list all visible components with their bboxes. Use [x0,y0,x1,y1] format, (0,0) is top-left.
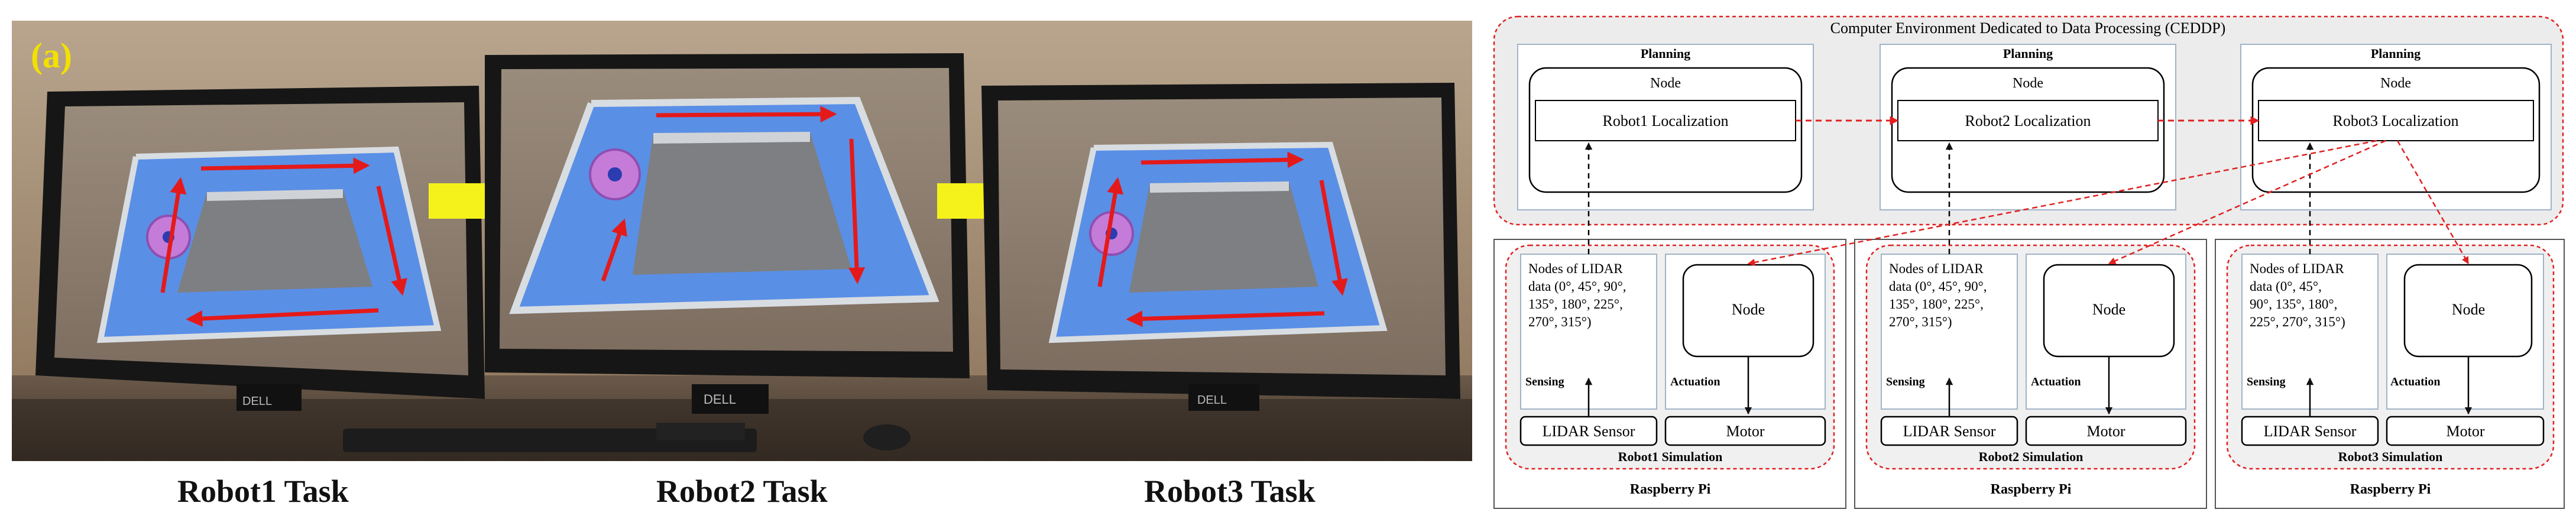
monitor-robot1: DELL [35,86,485,411]
lidar-sensor-2: LIDAR Sensor [1903,423,1996,440]
robot3-task-label: Robot3 Task [1144,473,1315,509]
robot2-task-label: Robot2 Task [656,473,828,509]
robot3-localization: Robot3 Localization [2332,112,2458,129]
planning-node-3: Node [2380,76,2411,91]
raspberry-pi-1: Nodes of LIDAR data (0°, 45°, 90°, 135°,… [1493,239,1846,509]
loc3-to-node1-arrow [1747,140,2377,266]
actuation-node-2: Node [2092,301,2125,318]
monitor-brand-1: DELL [242,395,272,408]
panel-a-label: (a) [31,36,72,75]
robot2-localization: Robot2 Localization [1965,112,2091,129]
raspberry-pi-2: Nodes of LIDAR data (0°, 45°, 90°, 135°,… [1854,239,2207,509]
planning-node-1: Node [1650,76,1681,91]
simulation-label-1: Robot1 Simulation [1618,449,1723,464]
actuation-label-1: Actuation [1670,375,1720,388]
actuation-label-2: Actuation [2031,375,2081,388]
actuation-node-3: Node [2452,301,2485,318]
lidar-data-1-line4: 270°, 315°) [1528,314,1592,329]
lidar-data-1-line1: Nodes of LIDAR [1528,261,1623,276]
lidar-data-2-line4: 270°, 315°) [1889,314,1952,329]
lidar-data-3-line1: Nodes of LIDAR [2250,261,2344,276]
motor-1: Motor [1726,423,1765,440]
photo-panel: DELL DELL [12,21,1472,461]
lidar-data-2-line2: data (0°, 45°, 90°, [1889,279,1987,294]
loc3-to-node2-arrow [2108,140,2386,265]
device-label-3: Raspberry Pi [2350,482,2431,497]
lidar-data-1-line2: data (0°, 45°, 90°, [1528,279,1626,294]
sensing-label-2: Sensing [1886,375,1925,388]
device-label-2: Raspberry Pi [1991,482,2072,497]
ceddp-title: Computer Environment Dedicated to Data P… [1830,20,2226,37]
lidar-data-3-line2: data (0°, 45°, [2250,279,2322,294]
lidar-data-3-line3: 90°, 135°, 180°, [2250,297,2337,312]
planning-robot2: Planning Node Robot2 Localization [1880,44,2176,210]
lidar-sensor-3: LIDAR Sensor [2264,423,2357,440]
monitors-photo: DELL DELL [12,21,1472,461]
planning-robot3: Planning Node Robot3 Localization [2240,44,2552,210]
lidar-data-2-line3: 135°, 180°, 225°, [1889,297,1984,312]
ceddp-diagram-svg: (b) Computer Environment Dedicated to Da… [1493,15,2565,509]
lidar-data-1-line3: 135°, 180°, 225°, [1528,297,1623,312]
monitor-robot2: DELL [485,53,970,414]
monitor-brand-2: DELL [704,392,736,407]
motor-3: Motor [2447,423,2485,440]
simulation-label-3: Robot3 Simulation [2338,449,2443,464]
raspberry-pi-3: Nodes of LIDAR data (0°, 45°, 90°, 135°,… [2215,239,2565,509]
loc3-to-node3-arrow [2396,140,2470,265]
planning-robot1: Planning Node Robot1 Localization [1517,44,1814,210]
lidar-data-3-line4: 225°, 270°, 315°) [2250,314,2345,329]
actuation-label-3: Actuation [2390,375,2440,388]
sensing-label-1: Sensing [1525,375,1564,388]
device-label-1: Raspberry Pi [1630,482,1711,497]
monitor-robot3: DELL [981,83,1460,411]
motor-2: Motor [2087,423,2125,440]
actuation-node-1: Node [1732,301,1765,318]
monitor-brand-3: DELL [1197,394,1227,407]
planning-header-1: Planning [1641,46,1690,61]
robot1-localization: Robot1 Localization [1602,112,1728,129]
lidar-data-2-line1: Nodes of LIDAR [1889,261,1984,276]
lidar-sensor-1: LIDAR Sensor [1543,423,1635,440]
sensing-label-3: Sensing [2247,375,2286,388]
planning-header-2: Planning [2003,46,2053,61]
architecture-diagram: (b) Computer Environment Dedicated to Da… [1493,12,2566,511]
planning-header-3: Planning [2371,46,2421,61]
simulation-label-2: Robot2 Simulation [1979,449,2084,464]
robot1-task-label: Robot1 Task [177,473,349,509]
planning-node-2: Node [2013,76,2043,91]
